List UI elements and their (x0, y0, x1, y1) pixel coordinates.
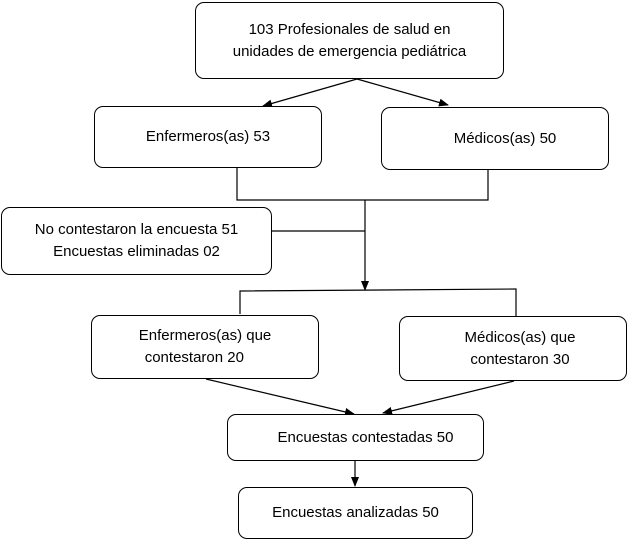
total-professionals-box: 103 Profesionales de salud en unidades d… (195, 2, 504, 79)
split-bracket (239, 288, 517, 316)
contestadas-box: Encuestas contestadas 50 (227, 414, 484, 461)
arrow-total-to-enfermeros (262, 78, 358, 108)
total-line-1: 103 Profesionales de salud en (248, 20, 451, 38)
total-line-2: unidades de emergencia pediátrica (232, 42, 467, 60)
enfermeros-resp-line-2: contestaron 20 (144, 349, 244, 366)
medicos-label: Médicos(as) 50 (453, 129, 557, 147)
medicos-respondents-box: Médicos(as) que contestaron 30 (399, 316, 627, 381)
excluded-box: No contestaron la encuesta 51 Encuestas … (1, 207, 272, 275)
analizadas-label: Encuestas analizadas 50 (272, 504, 439, 521)
medicos-resp-line-1: Médicos(as) que (464, 328, 576, 346)
arrow-medicos-resp-to-contestadas (382, 380, 515, 415)
analizadas-box: Encuestas analizadas 50 (238, 487, 473, 539)
excluded-line-2: Encuestas eliminadas 02 (53, 243, 220, 260)
arrow-enfermeros-resp-to-contestadas (205, 378, 355, 416)
arrow-total-to-medicos (356, 78, 449, 107)
medicos-resp-line-2: contestaron 30 (470, 350, 570, 368)
excluded-line-1: No contestaron la encuesta 51 (34, 221, 239, 238)
enfermeros-box: Enfermeros(as) 53 (94, 106, 322, 168)
enfermeros-respondents-box: Enfermeros(as) que contestaron 20 (91, 315, 319, 379)
enfermeros-label: Enfermeros(as) 53 (145, 128, 271, 145)
medicos-box: Médicos(as) 50 (381, 107, 609, 170)
contestadas-label: Encuestas contestadas 50 (277, 428, 454, 446)
merge-bracket (236, 168, 489, 201)
enfermeros-resp-line-1: Enfermeros(as) que (138, 327, 272, 344)
